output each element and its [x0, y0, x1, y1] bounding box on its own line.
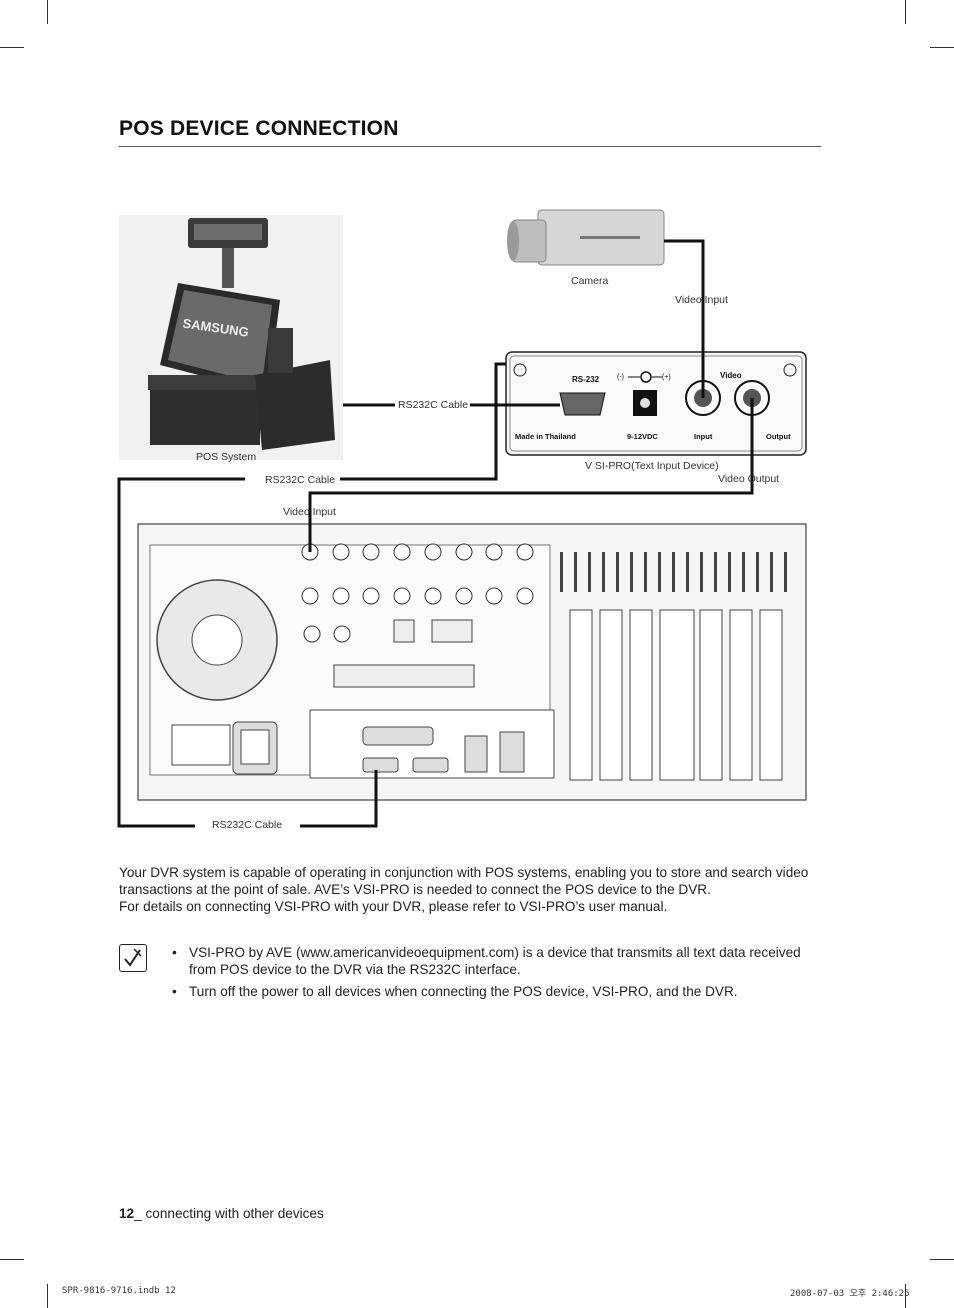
notes-list: • VSI-PRO by AVE (www.americanvideoequip…: [172, 944, 822, 1005]
page-title: POS DEVICE CONNECTION: [119, 117, 399, 140]
page-number: 12: [119, 1206, 135, 1221]
crop-mark: [905, 1284, 906, 1308]
svg-text:9-12VDC: 9-12VDC: [627, 432, 658, 441]
paragraph-line: Your DVR system is capable of operating …: [119, 865, 809, 880]
camera-label: Camera: [571, 275, 609, 287]
rs232c-cable-label-mid: RS232C Cable: [265, 474, 336, 486]
crop-mark: [905, 0, 906, 24]
dvr-rear-panel-illustration: [137, 523, 807, 801]
paragraph-line: transactions at the point of sale. AVE’s…: [119, 882, 711, 897]
crop-mark: [930, 1259, 954, 1260]
note-pencil-icon: [119, 944, 147, 972]
list-item: • VSI-PRO by AVE (www.americanvideoequip…: [172, 945, 801, 977]
bullet-icon: •: [172, 945, 177, 960]
svg-text:Video: Video: [720, 371, 742, 380]
crop-mark: [930, 47, 954, 48]
vsi-pro-label: V SI-PRO(Text Input Device): [585, 460, 719, 472]
vsi-pro-illustration: RS-232 (-) (+) Video Made in Thailand 9-…: [505, 351, 807, 456]
vsi-rs232-label: RS-232: [572, 375, 600, 384]
pos-system-label: POS System: [196, 451, 257, 463]
title-divider: [119, 146, 821, 147]
print-slug-file: SPR-9816-9716.indb 12: [62, 1286, 176, 1296]
video-input-label-dvr: Video Input: [283, 506, 336, 518]
list-item: • Turn off the power to all devices when…: [172, 984, 738, 999]
rs232c-cable-label-bottom: RS232C Cable: [212, 819, 283, 831]
rs232c-cable-label-pos: RS232C Cable: [398, 399, 469, 411]
connection-wires: [117, 239, 754, 828]
svg-text:Output: Output: [766, 432, 791, 441]
video-input-label-top: Video Input: [675, 294, 728, 306]
print-slug-date: 2008-07-03 오후 2:46:25: [790, 1289, 910, 1299]
crop-mark: [0, 1259, 24, 1260]
camera-illustration: [507, 209, 665, 266]
intro-paragraph: Your DVR system is capable of operating …: [119, 864, 824, 915]
svg-text:Made in Thailand: Made in Thailand: [515, 432, 576, 441]
bullet-icon: •: [172, 984, 177, 999]
crop-mark: [47, 1284, 48, 1308]
crop-mark: [0, 47, 24, 48]
crop-mark: [47, 0, 48, 24]
pos-system-illustration: SAMSUNG: [119, 215, 343, 460]
svg-text:(-): (-): [617, 374, 624, 381]
svg-text:Input: Input: [694, 432, 713, 441]
section-name: _ connecting with other devices: [134, 1206, 324, 1221]
svg-text:(+): (+): [662, 374, 671, 381]
connection-diagram: SAMSUNG RS-232 (-) (+) Video M: [117, 209, 807, 828]
video-output-label: Video Output: [718, 473, 780, 485]
paragraph-line: For details on connecting VSI-PRO with y…: [119, 899, 668, 914]
page-footer: 12_ connecting with other devices: [119, 1206, 324, 1221]
